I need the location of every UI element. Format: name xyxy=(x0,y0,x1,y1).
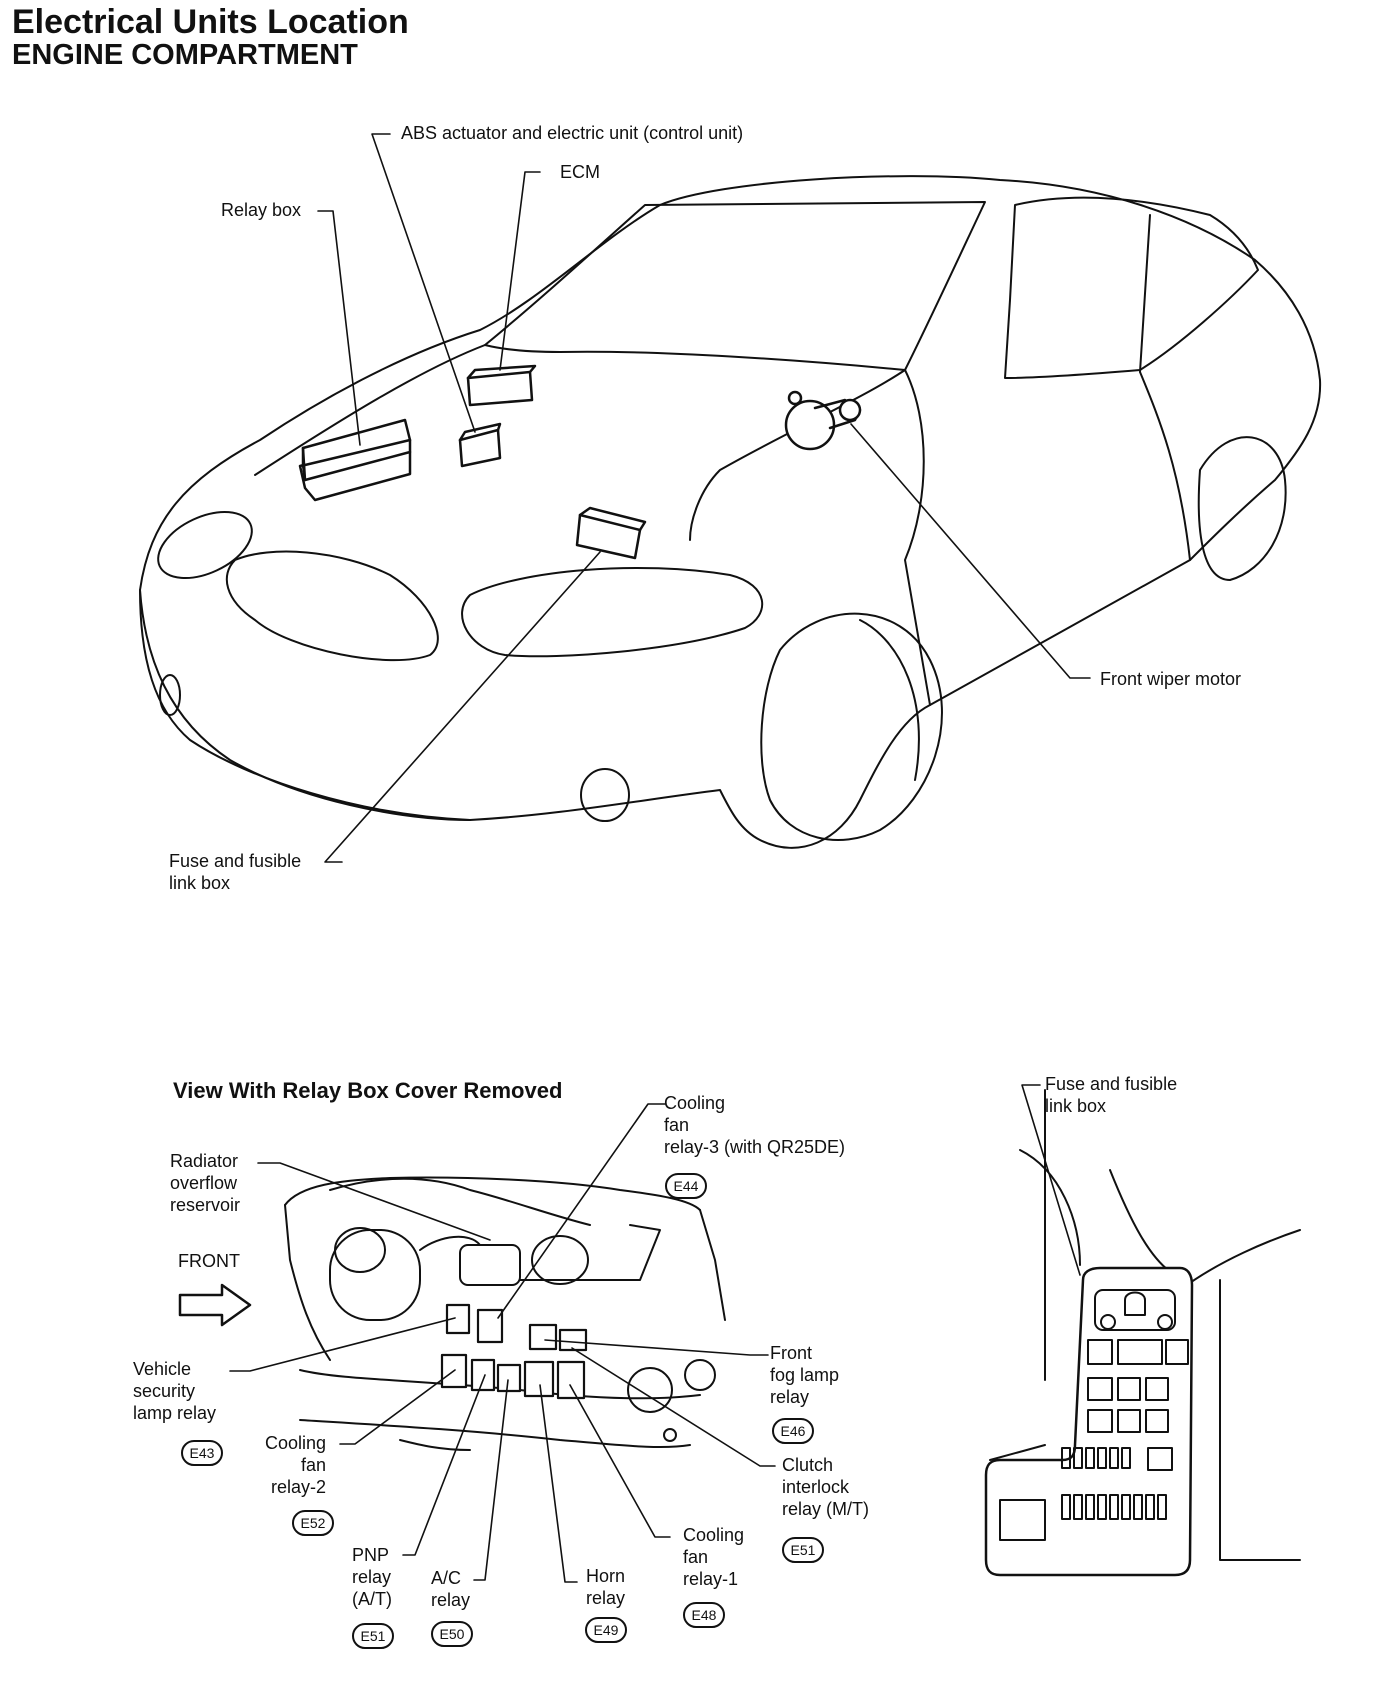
page-subtitle: ENGINE COMPARTMENT xyxy=(12,39,358,71)
label-vehicle-security-lamp-relay: Vehicle security lamp relay xyxy=(133,1359,217,1424)
label-front-wiper-motor: Front wiper motor xyxy=(1100,669,1242,689)
label-radiator-overflow: Radiator overflow reservoir xyxy=(170,1151,241,1216)
label-front-fog-lamp-relay: Front fog lamp relay xyxy=(770,1343,840,1408)
car-rear-wheel xyxy=(1197,436,1287,581)
car-headlight-left xyxy=(157,510,253,580)
abs-unit-component xyxy=(458,422,502,468)
connector-e48: E48 xyxy=(683,1602,725,1628)
car-fog-lamp-right xyxy=(580,768,630,822)
label-cooling-fan-relay-1: Cooling fan relay-1 xyxy=(683,1525,745,1590)
connector-e51-pnp: E51 xyxy=(352,1623,394,1649)
fuse-box-detail xyxy=(984,1084,1301,1577)
front-arrow-icon xyxy=(178,1283,252,1327)
label-fuse-box: Fuse and fusible link box xyxy=(169,851,302,894)
car-front-wheel xyxy=(760,612,943,841)
label-abs-actuator: ABS actuator and electric unit (control … xyxy=(401,123,744,143)
connector-e50: E50 xyxy=(431,1621,473,1647)
connector-e49: E49 xyxy=(585,1617,627,1643)
label-front: FRONT xyxy=(178,1251,240,1271)
fuse-box-component xyxy=(575,506,647,560)
car-grille xyxy=(225,550,439,662)
label-cooling-fan-relay-3: Cooling fan relay-3 (with QR25DE) xyxy=(664,1093,846,1158)
connector-e43: E43 xyxy=(181,1440,223,1466)
connector-e51-clutch: E51 xyxy=(782,1537,824,1563)
connector-e46: E46 xyxy=(772,1418,814,1444)
connector-e52: E52 xyxy=(292,1510,334,1536)
connector-e44: E44 xyxy=(665,1173,707,1199)
label-pnp-relay: PNP relay (A/T) xyxy=(352,1545,392,1610)
relay-box-component xyxy=(298,418,412,502)
car-headlight-right xyxy=(461,566,764,658)
label-fuse-box-detail: Fuse and fusible link box xyxy=(1045,1074,1178,1117)
label-cooling-fan-relay-2: Cooling fan relay-2 xyxy=(265,1433,327,1498)
page-title: Electrical Units Location xyxy=(12,3,409,41)
relay-leader-lines xyxy=(229,1103,776,1583)
relay-block xyxy=(440,1303,588,1400)
ecm-component xyxy=(466,364,537,407)
relay-view-title: View With Relay Box Cover Removed xyxy=(173,1078,563,1103)
label-clutch-interlock-relay: Clutch interlock relay (M/T) xyxy=(782,1455,869,1520)
car-fog-lamp-left xyxy=(159,674,181,716)
car-side-window xyxy=(1004,196,1259,379)
car-body-outline xyxy=(139,175,1322,849)
wiper-motor-component xyxy=(784,390,862,451)
label-relay-box: Relay box xyxy=(221,200,302,220)
label-ecm: ECM xyxy=(560,162,600,182)
label-ac-relay: A/C relay xyxy=(431,1568,471,1611)
label-horn-relay: Horn relay xyxy=(586,1566,626,1609)
top-leader-lines xyxy=(317,133,1091,863)
